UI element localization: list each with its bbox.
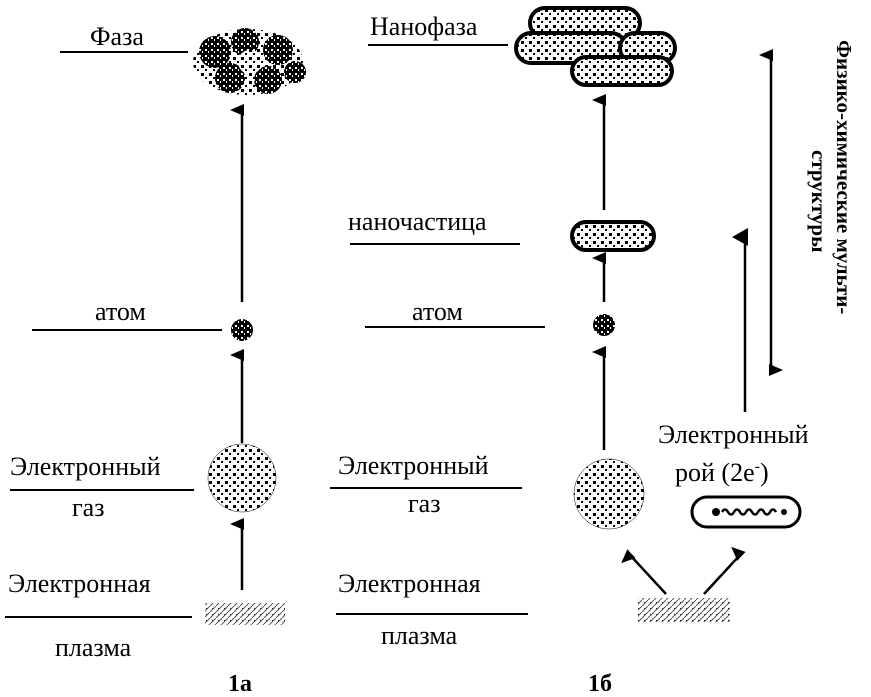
label-phase: Фаза — [90, 22, 144, 51]
label-electron-gas-b-2: газ — [408, 489, 440, 518]
caption-1b: 1б — [588, 671, 612, 697]
label-electron-swarm-2: рой (2е-) — [675, 458, 769, 487]
label-vertical-multistructures-1: Физико-химические мульти- — [832, 40, 856, 314]
label-electron-plasma-b-2: плазма — [381, 621, 458, 650]
label-vertical-multistructures-2: структуры — [807, 150, 831, 253]
label-atom-b: атом — [412, 297, 463, 326]
atom-icon-b — [593, 314, 615, 336]
arrow-swarm-to-nanoparticle — [732, 228, 748, 246]
panel-a: Фаза атом Электронный газ Электронная — [5, 22, 306, 697]
label-electron-gas-b-1: Электронный — [338, 451, 489, 480]
nanophase-icon — [516, 8, 675, 85]
label-electron-plasma-a-2: плазма — [55, 633, 132, 662]
electron-gas-icon-b — [574, 459, 644, 529]
label-electron-plasma-a-1: Электронная — [8, 569, 151, 598]
nanoparticle-icon — [572, 222, 654, 250]
electron-plasma-icon-b — [638, 598, 730, 622]
atom-icon-a — [231, 319, 253, 341]
label-electron-plasma-b-1: Электронная — [338, 569, 481, 598]
electron-gas-icon-a — [208, 444, 276, 512]
caption-1a: 1а — [228, 671, 252, 697]
label-electron-gas-a-2: газ — [72, 493, 104, 522]
arrow-plasma-to-gas-b — [630, 555, 666, 594]
panel-b: Нанофаза наночастица атом Электронный га… — [330, 8, 856, 697]
label-nanoparticle: наночастица — [348, 207, 487, 236]
phase-cluster-icon — [193, 28, 306, 95]
electron-plasma-icon-a — [205, 603, 285, 625]
electron-swarm-icon — [692, 497, 800, 527]
arrow-plasma-to-swarm — [704, 555, 740, 594]
label-atom-a: атом — [95, 297, 146, 326]
label-nanophase: Нанофаза — [370, 12, 478, 41]
label-electron-swarm-1: Электронный — [658, 420, 809, 449]
label-electron-gas-a-1: Электронный — [10, 452, 161, 481]
